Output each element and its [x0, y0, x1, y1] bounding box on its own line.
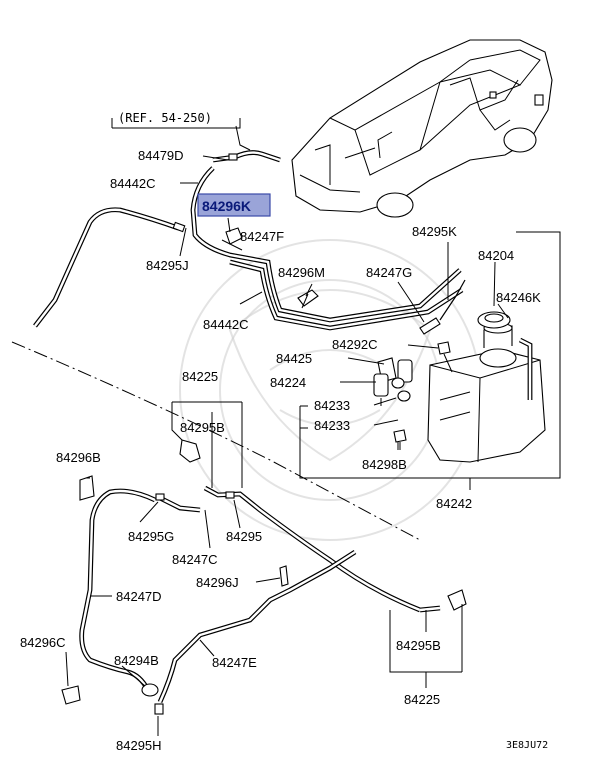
label-84204[interactable]: 84204: [478, 248, 514, 263]
label-84246K[interactable]: 84246K: [496, 290, 541, 305]
label-84295H[interactable]: 84295H: [116, 738, 162, 753]
label-84247G[interactable]: 84247G: [366, 265, 412, 280]
hose-84246K: [518, 337, 533, 400]
joint-84295G: [155, 493, 165, 501]
center-line: [11, 341, 421, 541]
clip-84296B: [79, 475, 95, 501]
label-84296C[interactable]: 84296C: [20, 635, 66, 650]
label-84247C[interactable]: 84247C: [172, 552, 218, 567]
part-labels: 84479D 84442C 84247F 84295J 84296M 84442…: [20, 148, 541, 753]
label-84225-bottom[interactable]: 84225: [404, 692, 440, 707]
hose-84247C: [203, 485, 421, 613]
cap-84204: [477, 311, 511, 329]
hose-84247E: [157, 549, 357, 703]
joint-84295: [225, 491, 235, 499]
label-84294B[interactable]: 84294B: [114, 653, 159, 668]
label-84442C-bottom[interactable]: 84442C: [203, 317, 249, 332]
hose-84479D: [212, 150, 281, 163]
joint-84295J: [172, 221, 186, 233]
hose-84295G-line: [158, 495, 201, 513]
label-84295J[interactable]: 84295J: [146, 258, 189, 273]
label-84295G[interactable]: 84295G: [128, 529, 174, 544]
connector-84292C: [437, 341, 451, 355]
highlighted-part-label[interactable]: 84296K: [202, 198, 251, 214]
label-84295B-top[interactable]: 84295B: [180, 420, 225, 435]
label-84242[interactable]: 84242: [436, 496, 472, 511]
reservoir-84242: [427, 322, 546, 463]
label-84292C[interactable]: 84292C: [332, 337, 378, 352]
joint-84247G: [419, 317, 441, 335]
label-84247D[interactable]: 84247D: [116, 589, 162, 604]
label-84442C-top[interactable]: 84442C: [110, 176, 156, 191]
label-84296B[interactable]: 84296B: [56, 450, 101, 465]
bolt-84298B: [393, 429, 407, 450]
leader-lines: [65, 155, 509, 736]
valve-84294B: [141, 683, 159, 697]
joint-84295H: [154, 703, 164, 715]
label-84225-top[interactable]: 84225: [182, 369, 218, 384]
reference-label: (REF. 54-250): [118, 111, 212, 125]
clip-84296C: [61, 685, 81, 705]
grommets-84233: [391, 377, 411, 402]
label-84298B[interactable]: 84298B: [362, 457, 407, 472]
hose-left-long: [33, 207, 179, 328]
label-84295B-bottom[interactable]: 84295B: [396, 638, 441, 653]
bracket-84242: [299, 231, 561, 479]
nozzle-84295B-bottom: [419, 589, 467, 613]
label-84247E[interactable]: 84247E: [212, 655, 257, 670]
label-84479D[interactable]: 84479D: [138, 148, 184, 163]
diagram-code: 3E8JU72: [506, 740, 548, 751]
label-84295K[interactable]: 84295K: [412, 224, 457, 239]
label-84295[interactable]: 84295: [226, 529, 262, 544]
clip-84296J: [279, 565, 289, 587]
reference-leader: [111, 118, 241, 129]
label-84224[interactable]: 84224: [270, 375, 306, 390]
label-84296J[interactable]: 84296J: [196, 575, 239, 590]
label-84233-b[interactable]: 84233: [314, 418, 350, 433]
label-84425[interactable]: 84425: [276, 351, 312, 366]
clip-84247F: [221, 227, 243, 251]
highlighted-part-box[interactable]: [197, 193, 271, 217]
nozzle-84295B-top: [179, 439, 201, 463]
label-84233-a[interactable]: 84233: [314, 398, 350, 413]
car-illustration: [291, 39, 553, 218]
label-84247F[interactable]: 84247F: [240, 229, 284, 244]
label-84296M[interactable]: 84296M: [278, 265, 325, 280]
hose-84442C: [190, 166, 464, 331]
